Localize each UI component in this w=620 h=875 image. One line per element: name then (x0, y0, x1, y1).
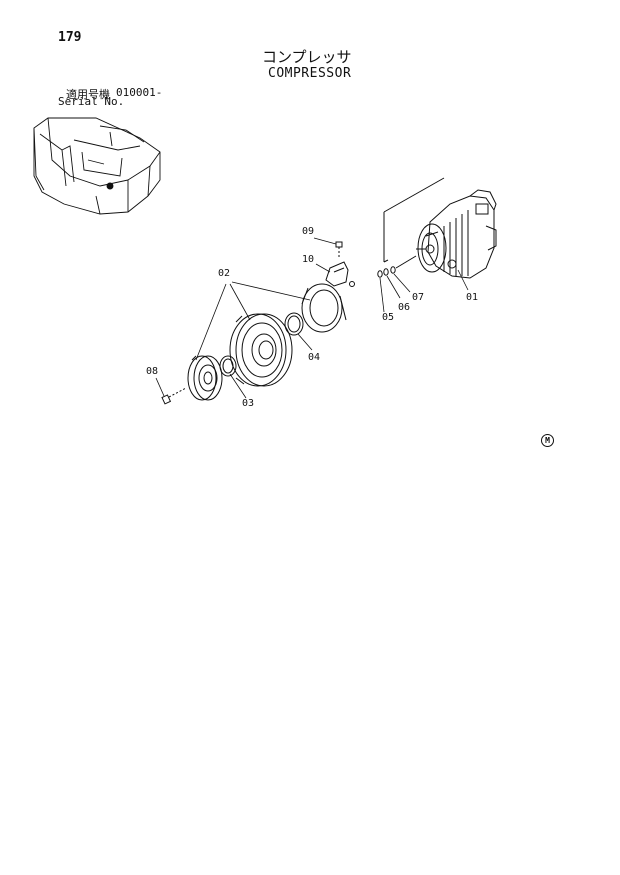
washer-set (377, 255, 417, 278)
sensor-bracket-10 (325, 261, 355, 287)
callout-01: 01 (466, 292, 479, 303)
callout-10: 10 (302, 254, 315, 265)
serial-label-jp: 適用号機 (66, 88, 110, 101)
page-title-jp: コンプレッサ (262, 48, 352, 66)
leader-lines (155, 237, 469, 399)
excavator-thumbnail-icon (33, 117, 161, 215)
bolt-08 (161, 387, 187, 405)
bolt-09 (335, 241, 343, 258)
page-number: 179 (58, 30, 82, 45)
callout-03: 03 (242, 398, 255, 409)
m-mark-icon: M (541, 434, 554, 447)
pulley-02 (229, 313, 293, 387)
callout-05: 05 (382, 312, 395, 323)
callout-07: 07 (412, 292, 425, 303)
compressor-body (416, 189, 497, 279)
bearing-ring (301, 283, 347, 333)
bracket-lines (383, 177, 445, 263)
callout-04: 04 (308, 352, 321, 363)
snap-ring-04 (284, 312, 304, 336)
shim-03 (219, 355, 237, 377)
callout-09: 09 (302, 226, 315, 237)
clutch-hub (187, 355, 223, 401)
page-title-en: COMPRESSOR (268, 66, 352, 81)
callout-02: 02 (218, 268, 231, 279)
serial-range: 010001- (116, 86, 163, 99)
callout-08: 08 (146, 366, 159, 377)
callout-06: 06 (398, 302, 411, 313)
serial-label-en: Serial No. (58, 95, 125, 108)
